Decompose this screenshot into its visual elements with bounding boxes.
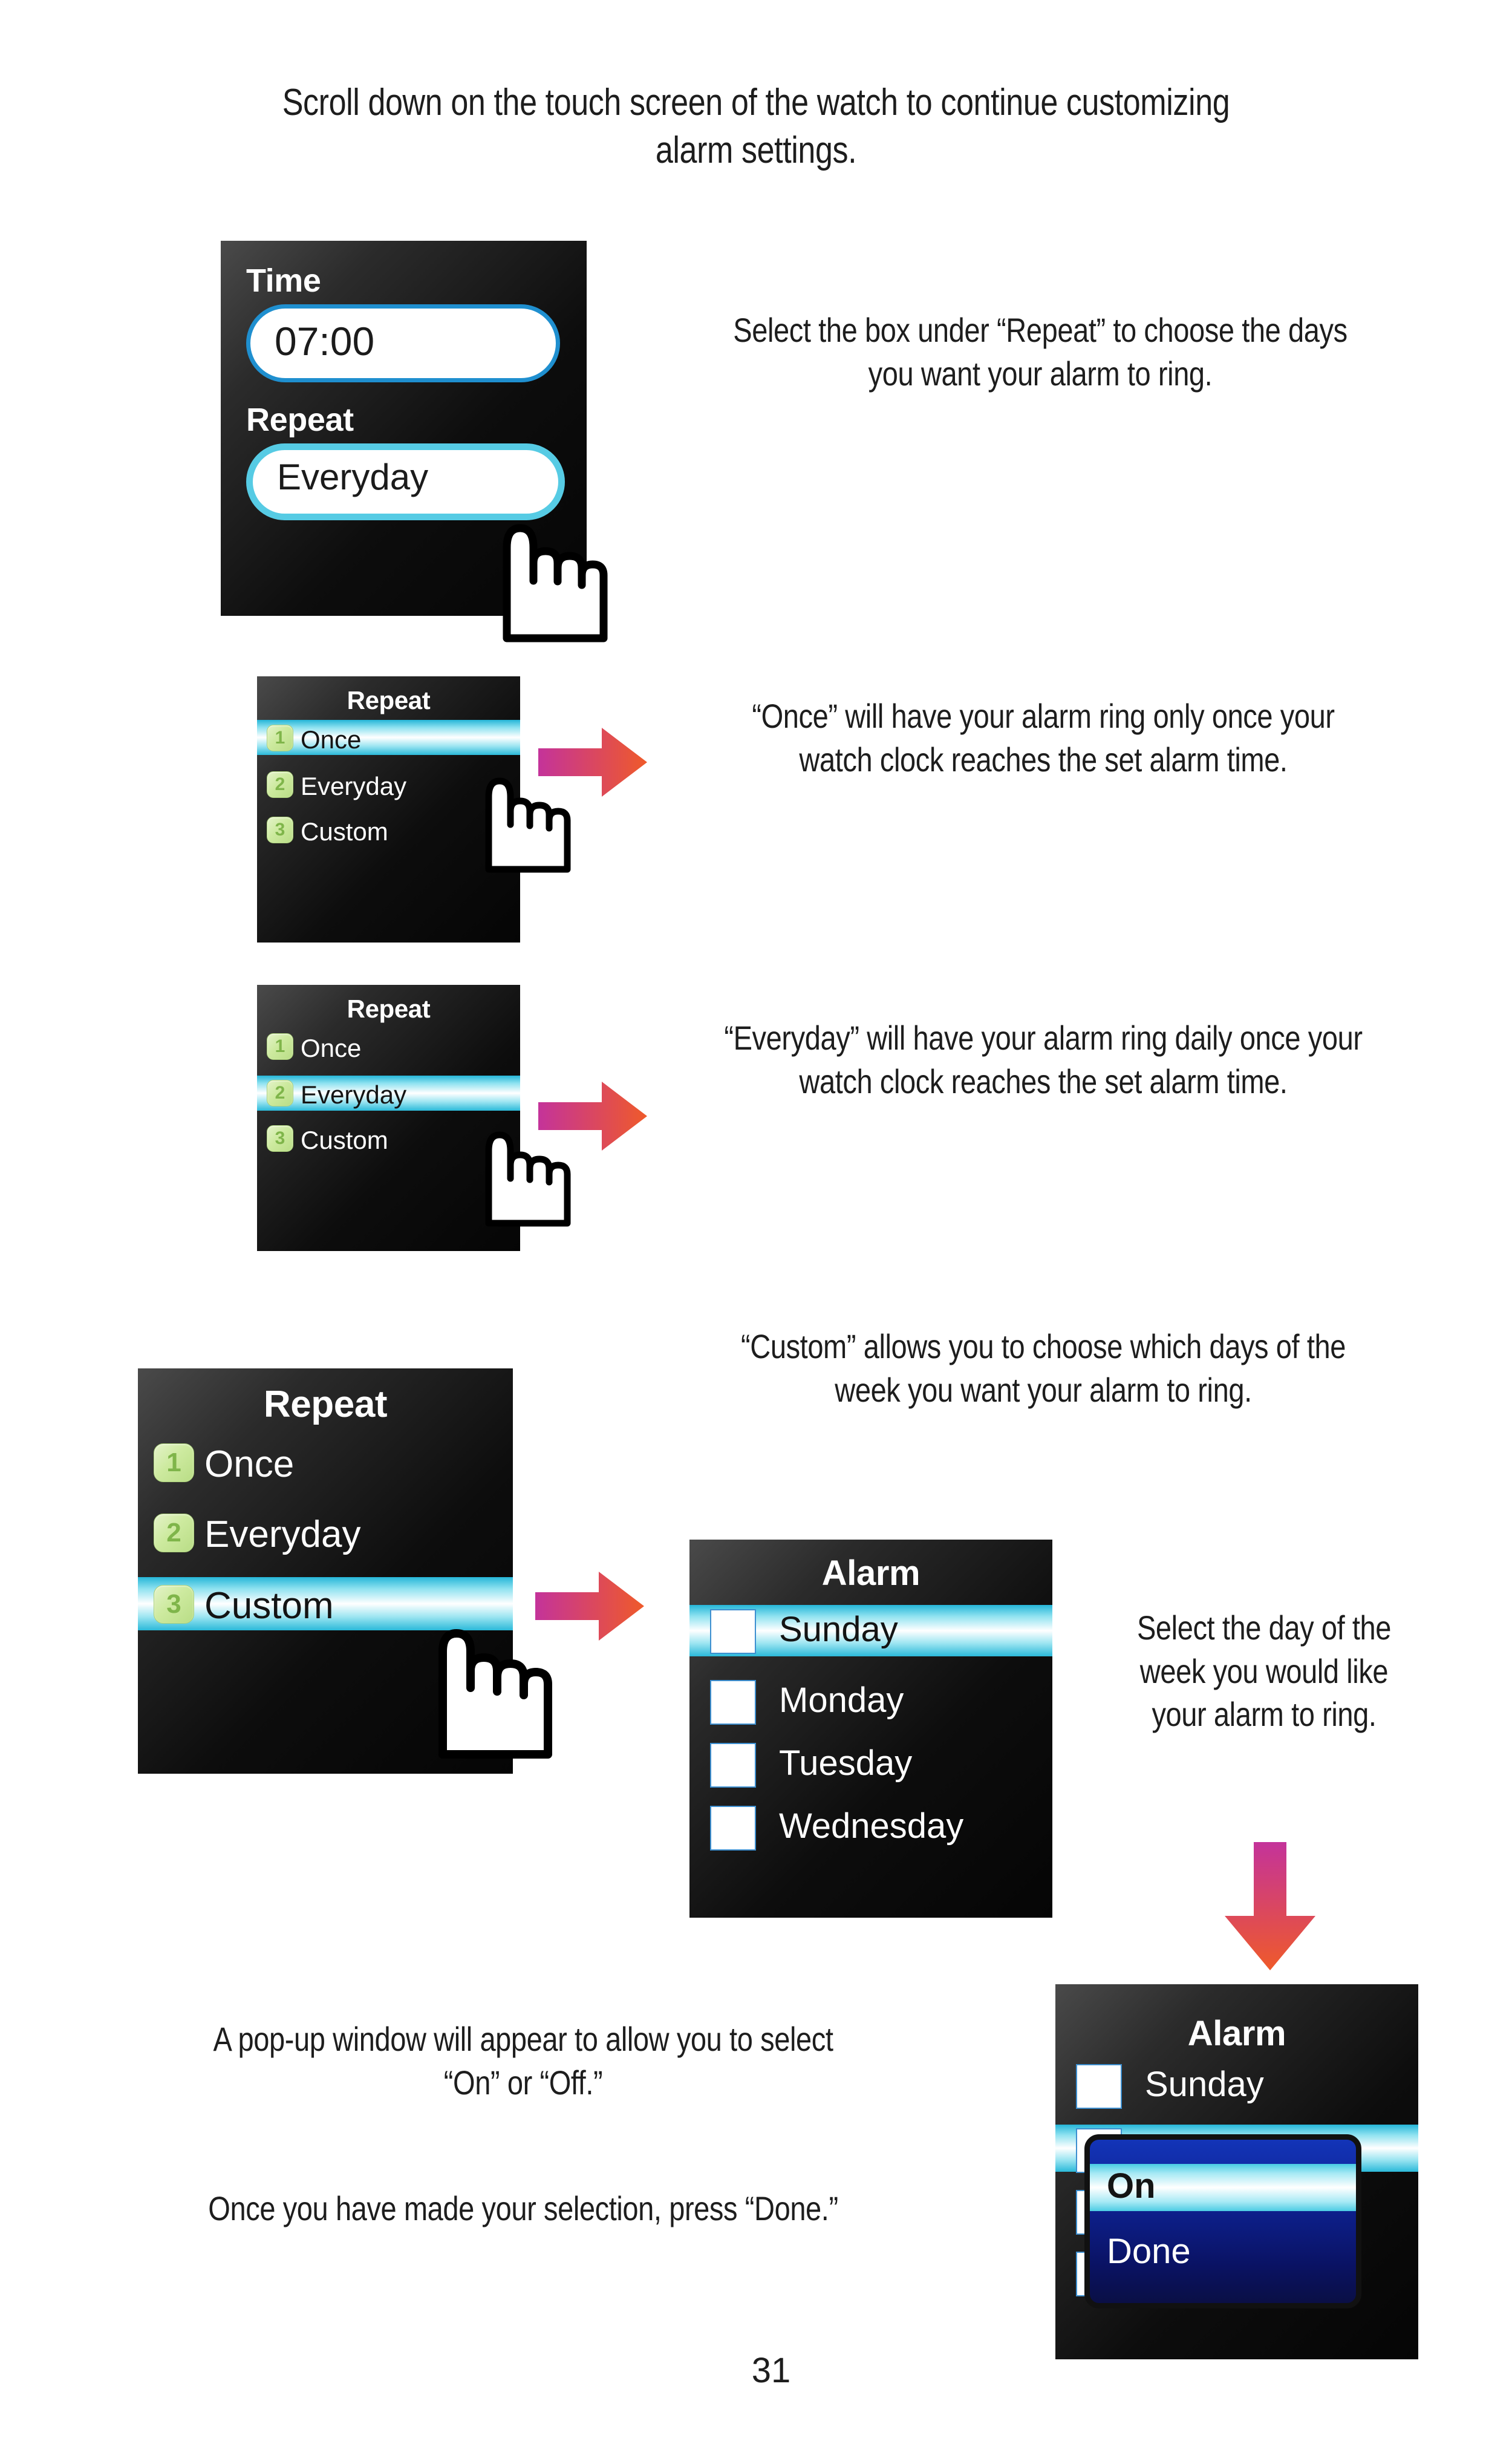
- repeat-item-label: Once: [204, 1443, 295, 1485]
- arrow-right-icon: [538, 1082, 647, 1151]
- hand-cursor-icon: [485, 777, 571, 873]
- alarm-day-label: Sunday: [779, 1610, 898, 1649]
- repeat-screen-title: Repeat: [347, 995, 431, 1023]
- arrow-right-icon: [535, 1572, 644, 1641]
- caption-once: “Once” will have your alarm ring only on…: [752, 697, 1335, 779]
- hand-cursor-icon: [485, 1131, 571, 1227]
- caption-everyday: “Everyday” will have your alarm ring dai…: [724, 1019, 1363, 1100]
- selected-row-highlight: [257, 1076, 520, 1111]
- selected-row-highlight: [138, 1577, 513, 1630]
- alarm-day-label: Tuesday: [779, 1743, 913, 1783]
- alarm-screen-title: Alarm: [821, 1554, 921, 1593]
- alarm-days-screen[interactable]: Alarm Sunday Monday Tuesday Wednesday: [689, 1540, 1052, 1918]
- day-checkbox[interactable]: [710, 1609, 756, 1654]
- item-number-badge: 3: [154, 1585, 194, 1624]
- day-checkbox[interactable]: [710, 1806, 756, 1851]
- item-number-badge: 2: [267, 1080, 293, 1106]
- repeat-item-label: Custom: [301, 817, 388, 846]
- alarm-day-label: Wednesday: [779, 1806, 964, 1846]
- repeat-item-label: Everyday: [204, 1514, 361, 1555]
- popup-done-label: Done: [1107, 2232, 1191, 2271]
- caption-repeat-box: Select the box under “Repeat” to choose …: [733, 311, 1347, 393]
- popup-option-label: On: [1107, 2166, 1156, 2206]
- selected-row-highlight: [257, 720, 520, 755]
- repeat-item-label: Everyday: [301, 772, 407, 800]
- day-checkbox[interactable]: [710, 1680, 756, 1725]
- page-number: 31: [751, 2351, 791, 2390]
- on-off-popup-dialog[interactable]: On Done: [1084, 2134, 1361, 2308]
- repeat-item-label: Everyday: [301, 1080, 407, 1109]
- alarm-day-popup-screen[interactable]: Alarm Sunday On Done: [1055, 1984, 1418, 2359]
- item-number-badge: 1: [154, 1443, 194, 1482]
- arrow-right-icon: [538, 728, 647, 797]
- repeat-value: Everyday: [277, 457, 429, 497]
- caption-popup-info: A pop-up window will appear to allow you…: [213, 2020, 833, 2102]
- item-number-badge: 2: [154, 1514, 194, 1552]
- item-number-badge: 2: [267, 771, 293, 798]
- repeat-item-label: Custom: [204, 1585, 334, 1627]
- hand-cursor-icon: [438, 1629, 552, 1759]
- repeat-label: Repeat: [246, 402, 354, 438]
- popup-option-on[interactable]: On: [1090, 2164, 1356, 2211]
- popup-done-button[interactable]: Done: [1090, 2230, 1356, 2278]
- time-value-box[interactable]: 07:00: [246, 304, 560, 382]
- arrow-down-icon: [1225, 1842, 1315, 1970]
- day-checkbox[interactable]: [1076, 2064, 1122, 2109]
- alarm-day-label: Monday: [779, 1681, 904, 1720]
- item-number-badge: 3: [267, 817, 293, 843]
- repeat-value-box[interactable]: Everyday: [246, 443, 565, 520]
- item-number-badge: 1: [267, 1033, 293, 1060]
- item-number-badge: 1: [267, 725, 293, 751]
- time-label: Time: [246, 263, 321, 299]
- caption-press-done: Once you have made your selection, press…: [208, 2189, 838, 2227]
- page-intro-text: Scroll down on the touch screen of the w…: [282, 82, 1230, 172]
- day-checkbox[interactable]: [710, 1743, 756, 1788]
- repeat-list-everyday-selected[interactable]: Repeat 1 Once 2 Everyday 3 Custom: [257, 985, 520, 1251]
- repeat-item-label: Custom: [301, 1126, 388, 1154]
- alarm-settings-screen[interactable]: Time 07:00 Repeat Everyday: [221, 241, 587, 616]
- time-value: 07:00: [275, 319, 375, 364]
- repeat-item-label: Once: [301, 725, 362, 754]
- caption-custom: “Custom” allows you to choose which days…: [741, 1327, 1346, 1409]
- repeat-list-once-selected[interactable]: Repeat 1 Once 2 Everyday 3 Custom: [257, 676, 520, 943]
- repeat-item-label: Once: [301, 1034, 362, 1062]
- repeat-screen-title: Repeat: [263, 1384, 388, 1425]
- caption-select-day: Select the day of the week you would lik…: [1136, 1609, 1392, 1734]
- repeat-screen-title: Repeat: [347, 686, 431, 714]
- alarm-screen-title: Alarm: [1187, 2014, 1286, 2053]
- hand-cursor-icon: [503, 524, 608, 642]
- alarm-day-label: Sunday: [1145, 2065, 1264, 2104]
- item-number-badge: 3: [267, 1125, 293, 1152]
